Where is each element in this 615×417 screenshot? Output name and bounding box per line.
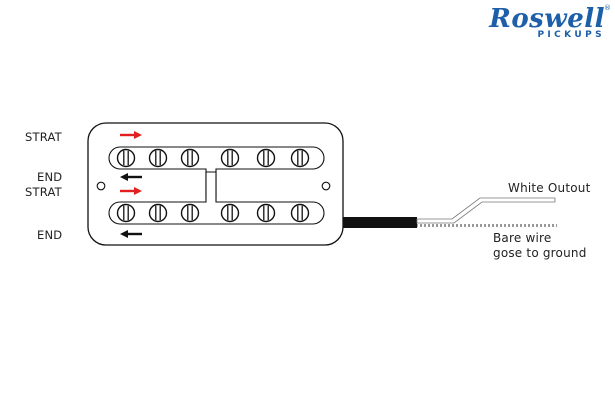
- label-strat-top: STRAT: [25, 130, 62, 144]
- label-end-top: END: [37, 170, 63, 184]
- top-pole-screw: [180, 148, 200, 168]
- logo-subtitle: PICKUPS: [537, 30, 605, 40]
- bare-ground-wire: [417, 224, 557, 227]
- bottom-pole-screw: [290, 203, 310, 223]
- logo-name: Roswell: [489, 4, 605, 34]
- label-bare-wire-1: Bare wire: [493, 231, 552, 245]
- top-pole-screw: [116, 148, 136, 168]
- arrow-bottom-left-black: [120, 230, 142, 238]
- label-end-bottom: END: [37, 228, 63, 242]
- label-bare-wire-2: gose to ground: [493, 246, 587, 260]
- bottom-pole-screw: [180, 203, 200, 223]
- mounting-hole-right: [321, 181, 331, 191]
- label-strat-bottom: STRAT: [25, 185, 62, 199]
- logo-registered-mark: ®: [604, 4, 611, 12]
- roswell-logo: Roswell PICKUPS ®: [489, 4, 611, 40]
- bottom-pole-screw: [116, 203, 136, 223]
- arrow-top-right-red: [120, 131, 142, 139]
- bottom-pole-screw: [148, 203, 168, 223]
- bottom-pole-screw: [256, 203, 276, 223]
- bottom-pole-screw: [220, 203, 240, 223]
- label-white-output: White Outout: [508, 181, 591, 195]
- output-cable: [343, 217, 417, 228]
- top-pole-screw: [256, 148, 276, 168]
- top-pole-screw: [220, 148, 240, 168]
- top-pole-screw: [148, 148, 168, 168]
- white-output-wire: [416, 197, 556, 224]
- screws-bottom: [116, 203, 310, 223]
- arrow-top-left-black: [120, 173, 142, 181]
- mounting-hole-left: [96, 181, 106, 191]
- arrow-bottom-right-red: [120, 187, 142, 195]
- top-pole-screw: [290, 148, 310, 168]
- screws-top: [116, 148, 310, 168]
